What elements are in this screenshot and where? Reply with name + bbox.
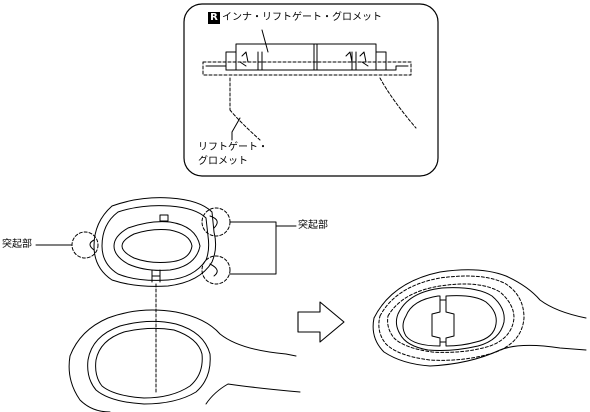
liftgate-panel-with-hole — [68, 309, 301, 412]
inset-panel-dashed — [202, 61, 412, 76]
inset-grommet-cross-section — [202, 29, 412, 76]
inset-title-text: インナ・リフトゲート・グロメット — [222, 12, 382, 23]
inset-part-label-line1: リフトゲート・ — [198, 142, 268, 153]
callout-label-left: 突起部 — [2, 239, 32, 250]
callout-right-leader — [229, 221, 297, 275]
inset-badge: R — [208, 12, 220, 24]
outline-right-arrow-icon — [297, 301, 345, 343]
inset-dashed-left — [229, 77, 261, 141]
inset-part-label-line2: グロメット — [198, 156, 248, 167]
inset-frame — [183, 3, 439, 177]
grommet-top-view — [71, 197, 231, 287]
inset-dashed-right — [379, 77, 417, 129]
callout-label-right: 突起部 — [298, 220, 328, 231]
inset-leader — [231, 117, 241, 141]
grommet-installed-view — [372, 269, 587, 367]
